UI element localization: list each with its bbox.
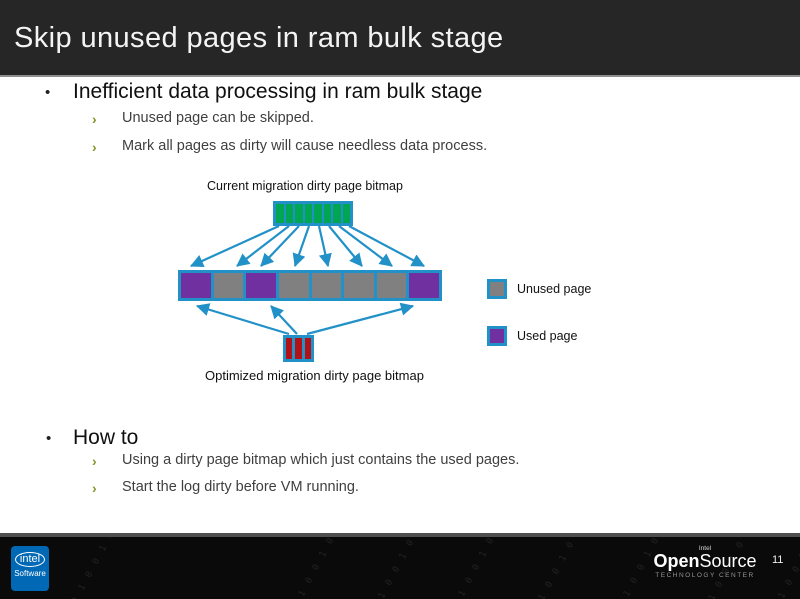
chevron-bullet-icon: › (92, 453, 97, 469)
otc-word-open: Open (653, 551, 700, 571)
bullet-dot-icon: • (46, 430, 52, 447)
page-cell-unused (344, 273, 374, 298)
bitmap-stripe (304, 204, 312, 223)
binary-pattern: 0 1 0 0 1 0 1 1 0 1 0 0 1 0 1 0 1 1 0 1 … (770, 537, 800, 599)
section1-heading: Inefficient data processing in ram bulk … (73, 80, 483, 103)
bitmap-stripe (314, 204, 322, 223)
fan-arrows (189, 224, 425, 268)
page-number: 11 (772, 554, 784, 566)
current-dirty-bitmap (273, 201, 353, 226)
page-cell-unused (376, 273, 407, 298)
section2-heading: How to (73, 426, 139, 449)
chevron-bullet-icon: › (92, 480, 97, 496)
page-cell-used (181, 273, 211, 298)
page-row (178, 270, 442, 301)
optimized-dirty-bitmap (283, 335, 314, 362)
intel-software-logo: intel Software (11, 546, 49, 591)
opensource-technology-center-logo: Intel OpenSource TECHNOLOGY CENTER (645, 545, 765, 579)
otc-wordmark: OpenSource (645, 552, 765, 571)
section2-item: Start the log dirty before VM running. (122, 479, 359, 495)
bullet-dot-icon: • (45, 84, 51, 101)
otc-intel-label: Intel (698, 545, 712, 552)
diagram-bottom-label: Optimized migration dirty page bitmap (205, 368, 424, 383)
legend-swatch-unused (487, 279, 507, 299)
page-cell-used (409, 273, 439, 298)
legend-swatch-used (487, 326, 507, 346)
merge-arrows (195, 302, 415, 336)
section1-item: Unused page can be skipped. (122, 110, 314, 126)
bitmap-stripe (295, 204, 303, 223)
bitmap-stripe (333, 204, 341, 223)
bitmap-stripe (304, 338, 311, 359)
bitmap-stripe (285, 204, 293, 223)
chevron-bullet-icon: › (92, 111, 97, 127)
otc-subtitle: TECHNOLOGY CENTER (655, 572, 755, 579)
page-cell-used (246, 273, 276, 298)
page-cell-unused (278, 273, 309, 298)
bitmap-stripe (342, 204, 350, 223)
binary-pattern: 0 1 0 0 1 0 1 1 0 1 0 0 1 0 1 0 1 1 0 1 … (370, 537, 536, 599)
bitmap-stripe (276, 204, 284, 223)
otc-word-source: Source (699, 551, 757, 571)
intel-software-label: Software (14, 569, 46, 578)
slide-footer: 0 1 0 0 1 0 1 1 0 1 0 0 1 0 1 0 1 1 0 1 … (0, 533, 800, 599)
legend-label-unused: Unused page (517, 282, 592, 296)
bitmap-stripe (286, 338, 293, 359)
intel-logo-icon: intel (14, 552, 46, 567)
section1-item: Mark all pages as dirty will cause needl… (122, 138, 488, 154)
diagram-top-label: Current migration dirty page bitmap (207, 179, 403, 193)
page-cell-unused (213, 273, 244, 298)
legend-label-used: Used page (517, 329, 578, 343)
slide-title-bar: Skip unused pages in ram bulk stage (0, 0, 800, 77)
binary-pattern: 0 1 0 0 1 0 1 1 0 1 0 0 1 0 1 0 1 1 0 1 … (70, 537, 236, 599)
section2-item: Using a dirty page bitmap which just con… (122, 452, 520, 468)
bitmap-stripe (323, 204, 331, 223)
binary-pattern: 0 1 0 0 1 0 1 1 0 1 0 0 1 0 1 0 1 1 0 1 … (290, 537, 456, 599)
slide-title: Skip unused pages in ram bulk stage (14, 22, 504, 54)
page-cell-unused (311, 273, 342, 298)
bitmap-stripe (295, 338, 302, 359)
binary-pattern: 0 1 0 0 1 0 1 1 0 1 0 0 1 0 1 0 1 1 0 1 … (450, 537, 616, 599)
chevron-bullet-icon: › (92, 139, 97, 155)
